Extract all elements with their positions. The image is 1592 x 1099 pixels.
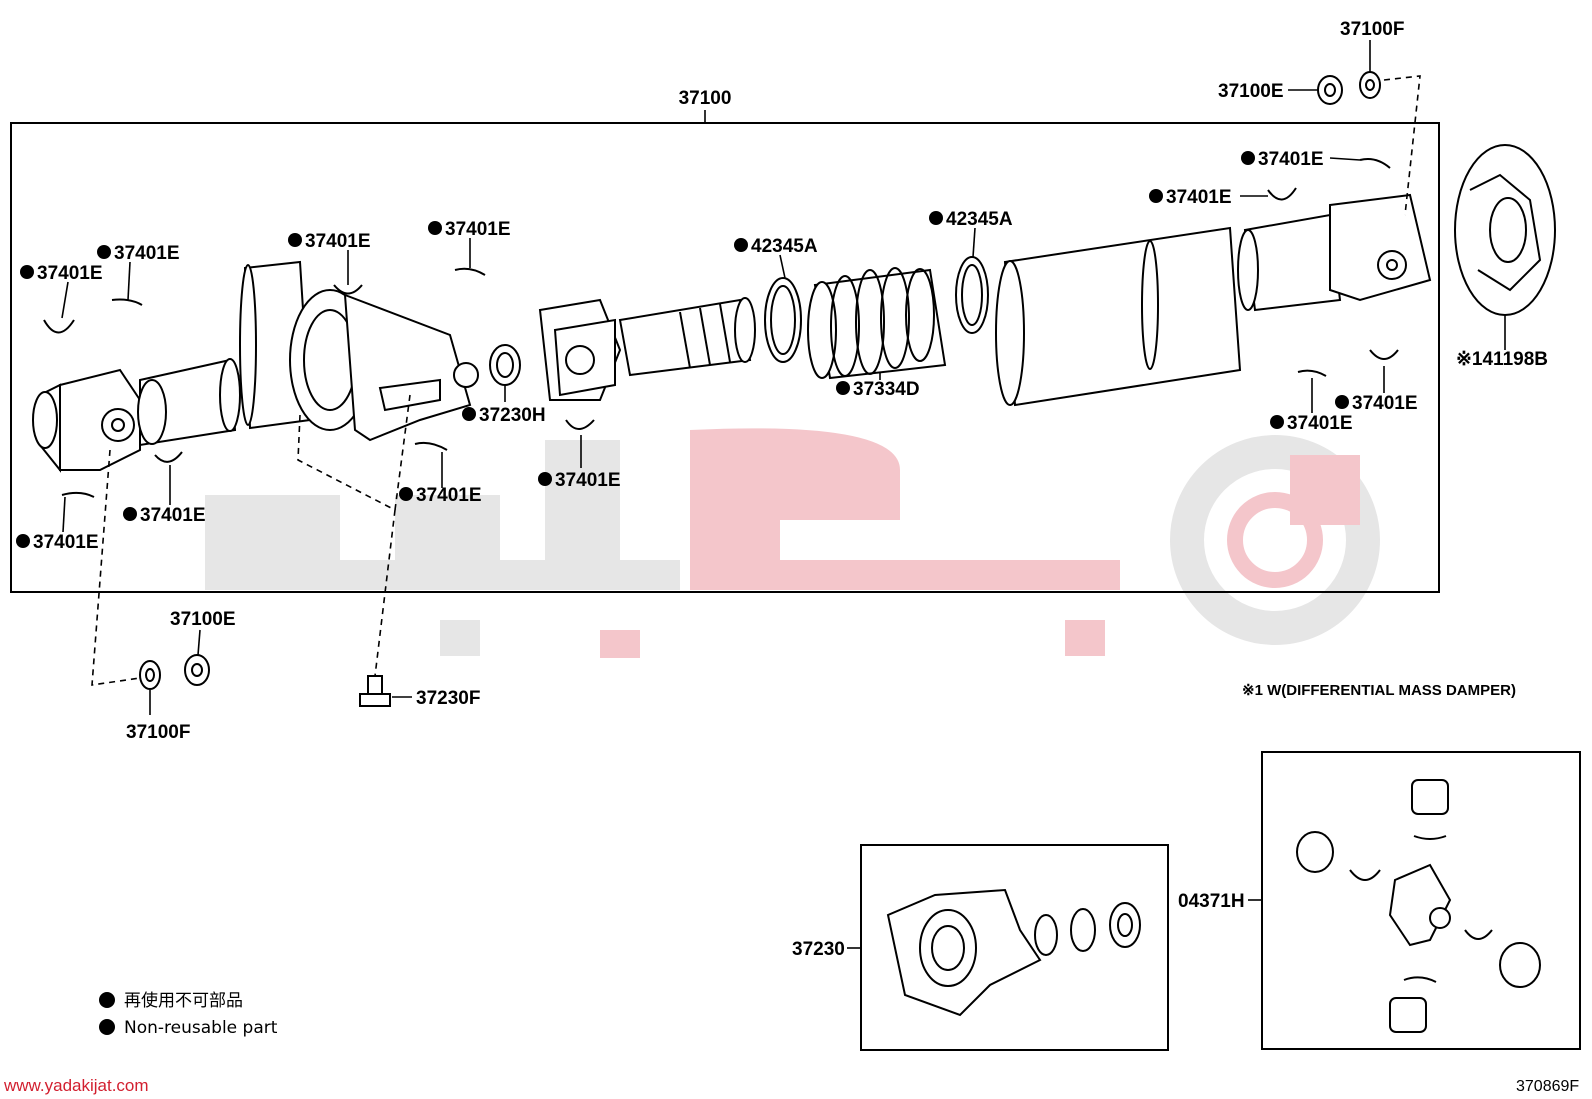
label-clip: 37401E (445, 219, 511, 240)
label-clip: 37401E (114, 243, 180, 264)
assembly-label: 37100 (679, 88, 732, 109)
front-flange-yoke (32, 358, 241, 473)
differential-mass-damper (1454, 144, 1556, 316)
label-band: 42345A (946, 209, 1013, 230)
label-clip: 37401E (1287, 413, 1353, 434)
label-clip: 37401E (416, 485, 482, 506)
rear-tube (995, 226, 1242, 407)
boot-band-2 (955, 256, 989, 334)
label-damper: ※141198B (1456, 349, 1548, 370)
label-clip: 37401E (555, 470, 621, 491)
bolt (359, 675, 391, 707)
label-washer-top: 37100F (1340, 19, 1404, 40)
damper-note: ※1 W(DIFFERENTIAL MASS DAMPER) (1242, 682, 1516, 699)
bottom-nut-washer (139, 654, 210, 690)
label-bolt: 37230F (416, 688, 480, 709)
watermark-logo (205, 428, 1380, 658)
rear-flange-yoke (1237, 193, 1432, 312)
snap-ring-clips (43, 158, 1399, 498)
label-spider-kit: 04371H (1178, 891, 1245, 912)
top-washer-dashline (1383, 75, 1421, 216)
label-center-bearing: 37230 (792, 939, 845, 960)
bolt-dashline (297, 414, 396, 677)
label-washer-bottom: 37100F (126, 722, 190, 743)
dust-boot (807, 267, 947, 380)
figure-code: 370869F (1516, 1078, 1579, 1095)
nonreusable-dot (1241, 151, 1255, 165)
website-link[interactable]: www.yadakijat.com (3, 1076, 149, 1095)
label-nut-top: 37100E (1218, 81, 1284, 102)
bottom-washer-dashline (91, 449, 141, 686)
label-clip: 37401E (305, 231, 371, 252)
label-clip: 37401E (33, 532, 99, 553)
label-nut-bottom: 37100E (170, 609, 236, 630)
splined-shaft (618, 297, 756, 377)
label-clip: 37401E (37, 263, 103, 284)
label-clip: 37401E (1352, 393, 1418, 414)
assembly-frame (10, 122, 1440, 593)
middle-universal-joint (538, 298, 622, 401)
legend-line-1: 再使用不可部品 (124, 990, 243, 1011)
legend-dot (99, 1019, 115, 1035)
label-clip: 37401E (140, 505, 206, 526)
top-nut-washer (1317, 71, 1381, 105)
label-band: 42345A (751, 236, 818, 257)
legend-dot (99, 992, 115, 1008)
legend-line-2: Non-reusable part (124, 1018, 278, 1038)
center-bearing-part (886, 888, 1141, 1017)
spider-kit-part (1296, 779, 1541, 1033)
label-boot: 37334D (853, 379, 920, 400)
label-bearing-seal: 37230H (479, 405, 546, 426)
label-clip: 37401E (1166, 187, 1232, 208)
bearing-seal (489, 344, 521, 386)
label-clip: 37401E (1258, 149, 1324, 170)
center-bearing-assembly (289, 289, 479, 442)
